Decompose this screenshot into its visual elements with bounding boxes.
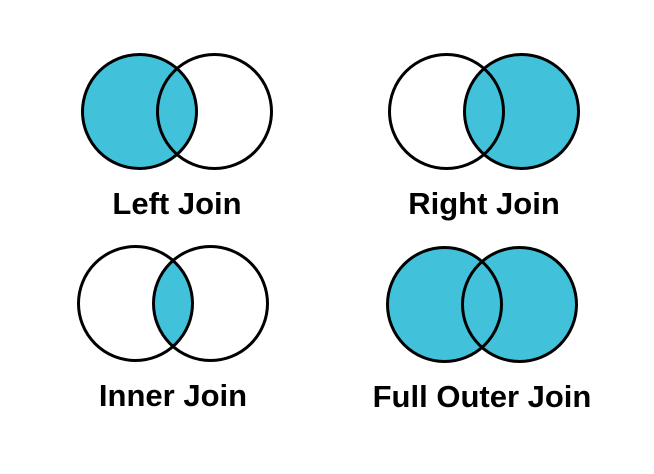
right-circle-outline xyxy=(461,246,578,363)
intersection-fill xyxy=(157,54,197,169)
left-circle-outline xyxy=(77,245,194,362)
intersection-fill xyxy=(153,246,193,361)
inner-join-venn xyxy=(77,245,269,362)
left-circle-outline xyxy=(81,53,198,170)
right-circle-outline xyxy=(156,53,273,170)
left-join-diagram: Left Join xyxy=(62,53,292,222)
right-join-venn xyxy=(388,53,580,170)
left-circle-outline xyxy=(388,53,505,170)
left-join-venn xyxy=(81,53,273,170)
full-outer-join-venn xyxy=(386,246,578,363)
right-circle-outline xyxy=(152,245,269,362)
right-circle-outline xyxy=(463,53,580,170)
intersection-fill xyxy=(464,54,504,169)
right-join-label: Right Join xyxy=(408,186,560,221)
right-join-diagram: Right Join xyxy=(369,53,599,222)
left-circle-outline xyxy=(386,246,503,363)
full-outer-join-diagram: Full Outer Join xyxy=(367,246,597,415)
full-outer-join-label: Full Outer Join xyxy=(372,379,592,414)
inner-join-label: Inner Join xyxy=(98,378,248,413)
left-join-label: Left Join xyxy=(112,186,242,221)
intersection-fill xyxy=(462,247,502,362)
inner-join-diagram: Inner Join xyxy=(58,245,288,414)
